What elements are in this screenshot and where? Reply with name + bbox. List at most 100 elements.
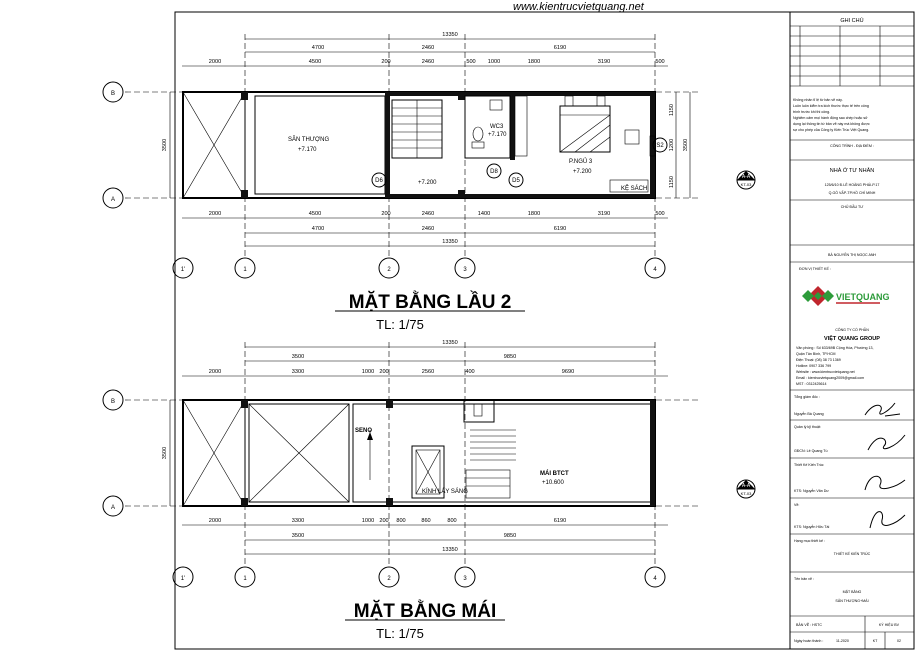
tb-ten-ban-ve-2: SÂN THƯỢNG+MÁI: [835, 599, 868, 603]
tb-company2: VIỆT QUANG GROUP: [824, 334, 880, 342]
signature-2: [867, 434, 906, 451]
tb-address2: Q.GÒ VẤP-TP.HỒ CHÍ MINH: [829, 190, 876, 195]
plan1-dim-bot-d0: 2000: [209, 211, 221, 217]
tb-note-4: dụng lại thông tin từ bản vẽ này mà khôn…: [793, 122, 870, 126]
plan2-dim-top-d6: 9690: [562, 369, 574, 375]
plan1-dim-bot-d1: 4500: [309, 211, 321, 217]
plan1-door-s2: S2: [656, 143, 664, 149]
plan1-dim-top-d7: 3190: [598, 59, 610, 65]
plan2-dim-top-d5: 400: [465, 369, 474, 375]
plan1-dim-top-mid-2: 2460: [422, 45, 434, 51]
axis-b-2: B: [111, 399, 115, 405]
title-block: GHI CHÚ Không nhân tỉ lệ từ bản vẽ này. …: [789, 11, 915, 650]
plan1-level-p-ngu-3: +7.200: [573, 169, 592, 175]
plan1-dim-top-mid-1: 4700: [312, 45, 324, 51]
plan-lau-2: 13350 4700 2460 6190 2000 4500 200 2460 …: [125, 32, 756, 258]
axis-a-2: A: [111, 505, 115, 511]
plan1-dim-total-bot: 13350: [442, 239, 458, 245]
tb-cong-trinh-label: CÔNG TRÌNH - ĐỊA ĐIỂM :: [830, 143, 874, 148]
tb-so: 02: [897, 639, 901, 643]
tb-don-vi-label: ĐƠN VỊ THIẾT KẾ :: [799, 266, 831, 271]
plan1-dim-top-d3: 2460: [422, 59, 434, 65]
plan-mai: 13350 3500 9850 2000 3300 1000 200 2560 …: [125, 340, 756, 566]
plan2-dim-top-mid-1: 3500: [292, 354, 304, 360]
tb-hang-muc-label: Hạng mục thiết kế :: [794, 539, 825, 543]
plan1-level-san-thuong: +7.170: [298, 147, 317, 153]
axis-1-2: 1: [243, 576, 247, 582]
tb-company1: CÔNG TY CỔ PHẦN: [835, 327, 869, 332]
tb-cong-trinh: NHÀ Ở TƯ NHÂN: [830, 167, 874, 174]
plan1-door-d5: D5: [512, 178, 520, 184]
axis-2-2: 2: [387, 576, 391, 582]
tb-note-5: sự cho phép của Công ty Kiến Trúc Việt Q…: [793, 128, 869, 132]
plan2-dim-bot-d7: 6190: [554, 518, 566, 524]
plan2-level-mai: +10.600: [542, 480, 565, 486]
axis-1p-2: 1': [181, 576, 185, 582]
plan1-scale: TL: 1/75: [376, 317, 424, 332]
plan2-section-label: A-A: [742, 483, 751, 489]
plan1-dim-bot-d4: 1400: [478, 211, 490, 217]
plan1-section-sheet: KT-03: [741, 182, 752, 187]
tb-contact-5: Email : kientrucvietquang2009@gmail.com: [796, 376, 864, 380]
plan2-dim-bot-d5: 860: [421, 518, 430, 524]
plan1-dim-bot-d6: 3190: [598, 211, 610, 217]
axis-b-1: B: [111, 91, 115, 97]
tb-hang-muc: THIẾT KẾ KIẾN TRÚC: [834, 551, 871, 556]
plan1-dim-bot-mid-3: 6190: [554, 226, 566, 232]
tb-kts1: KTS: Nguyễn Văn Dư: [794, 488, 829, 493]
plan1-section-marker: A-A KT-03: [736, 170, 756, 190]
plan1-level-stair: +7.200: [418, 180, 437, 186]
plan2-dim-bot-d0: 2000: [209, 518, 221, 524]
axis-2-1: 2: [387, 267, 391, 273]
plan2-dim-top-d2: 1000: [362, 369, 374, 375]
plan1-level-wc3: +7.170: [488, 132, 507, 138]
tb-kts2: KTS: Nguyễn Hữu Tài: [794, 524, 829, 529]
plan1-section-label: A-A: [742, 174, 751, 180]
plan2-label-seno: SENO: [355, 428, 372, 434]
plan1-dim-bot-d3: 2460: [422, 211, 434, 217]
plan1-door-d6: D6: [375, 178, 383, 184]
plan2-title: MẶT BẰNG MÁI: [354, 600, 496, 622]
plan1-dim-top-d0: 2000: [209, 59, 221, 65]
plan2-dim-top-d4: 2560: [422, 369, 434, 375]
plan1-dim-bot-d5: 1800: [528, 211, 540, 217]
plan2-scale: TL: 1/75: [376, 626, 424, 641]
plan2-dim-top-d3: 200: [379, 369, 388, 375]
axis-1-1: 1: [243, 267, 247, 273]
tb-tong-giam-doc-label: Tổng giám đốc :: [794, 395, 820, 399]
plan2-label-kinh: KÍNH LẤY SÁNG: [422, 488, 468, 495]
tb-chu-dau-tu-label: CHỦ ĐẦU TƯ: [841, 204, 864, 209]
tb-note-1: Luôn luôn kiểm tra kích thước thực tế tr…: [793, 104, 869, 108]
axis-a-1: A: [111, 197, 115, 203]
tb-ten-ban-ve-label: Tên bản vẽ :: [794, 577, 814, 581]
plan2-axis-bubbles: B A 1' 1 2 3 4: [102, 389, 666, 588]
plan1-dim-bot-d7: 500: [655, 211, 664, 217]
plan2-dim-top-d1: 3300: [292, 369, 304, 375]
plan1-dim-top-d5: 1000: [488, 59, 500, 65]
plan2-dim-top-mid-2: 9850: [504, 354, 516, 360]
tb-ky-hieu-label: KÝ HIỆU BV: [879, 622, 900, 627]
tb-contact-4: Website : www.kientrucvietquang.net: [796, 370, 855, 374]
tb-quan-ly-label: Quản lý kỹ thuật:: [794, 425, 821, 429]
plan2-section-marker: A-A KT-03: [736, 479, 756, 499]
plan2-dim-bot-mid-2: 9850: [504, 533, 516, 539]
tb-kt: KT: [873, 639, 878, 643]
plan1-dim-right-2: 1150: [669, 176, 675, 188]
website-url: www.kientrucvietquang.net: [513, 1, 645, 13]
plan2-dim-bot-d2: 1000: [362, 518, 374, 524]
plan1-dim-top-mid-3: 6190: [554, 45, 566, 51]
plan2-dim-bot-d1: 3300: [292, 518, 304, 524]
tb-chu-dau-tu: BÀ NGUYỄN THỊ NGỌC ANH: [828, 252, 876, 257]
axis-4-2: 4: [653, 576, 657, 582]
tb-ngay-label: Ngày hoàn thành :: [794, 639, 823, 643]
axis-3-1: 3: [463, 267, 467, 273]
plan1-door-d8: D8: [490, 169, 498, 175]
tb-contact-3: Hotline: 0907 336 799: [796, 364, 831, 368]
tb-contact-6: MST : 0312425614: [796, 382, 827, 386]
plan1-label-p-ngu-3: P.NGỦ 3: [569, 158, 593, 165]
plan1-dim-top-d6: 1800: [528, 59, 540, 65]
tb-address1: 125/6/10 Đ.LÊ HOÀNG PHÁI-P.17: [825, 182, 880, 187]
tb-contact-2: Điện Thoại: (08) 38 73 1369: [796, 358, 841, 362]
plan2-dim-top-d0: 2000: [209, 369, 221, 375]
